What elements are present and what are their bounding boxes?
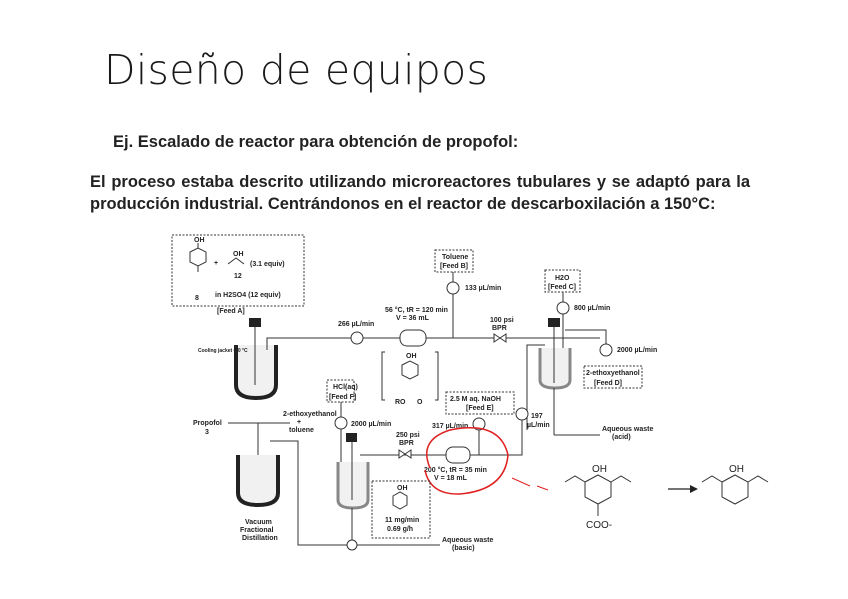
separator-vessel-1 <box>538 348 572 390</box>
feed-d-label: [Feed D] <box>594 380 622 387</box>
paragraph-text: El proceso estaba descrito utilizando mi… <box>90 173 750 213</box>
reaction-arrowhead <box>690 485 698 493</box>
red-circle-annotation <box>424 427 509 495</box>
paragraph-end: : <box>710 195 716 213</box>
reactor1-volume: V = 36 mL <box>396 315 430 322</box>
product-rate-1: 11 mg/min <box>385 517 419 524</box>
slide-subtitle: Ej. Escalado de reactor para obtención d… <box>113 133 519 151</box>
stirrer-motor-2 <box>548 318 560 327</box>
feed-b-box <box>434 249 474 273</box>
intermediate-structure: OH RO O <box>381 351 439 406</box>
feed-a-oh: OH <box>194 237 205 244</box>
bpr2-label: BPR <box>399 440 414 447</box>
feed-c-label: [Feed C] <box>548 284 576 291</box>
reactor2-volume: V = 18 mL <box>434 475 468 482</box>
bpr-2 <box>398 449 412 459</box>
reactor1-conditions: 56 °C, tR = 120 min <box>385 306 448 314</box>
feed-a: OH + OH (3.1 equiv) 12 8 in H2SO4 (12 eq… <box>171 234 305 315</box>
bpr1-pressure: 100 psi <box>490 317 514 324</box>
product-box <box>371 480 431 539</box>
feed-b-label: [Feed B] <box>440 263 468 270</box>
slide-title: Diseño de equipos <box>104 46 489 94</box>
feed-e-name: 2.5 M aq. NaOH <box>450 396 501 403</box>
scheme-propofol: OH <box>701 464 769 505</box>
red-arrow <box>511 477 531 487</box>
feed-a-label: [Feed A] <box>217 308 245 315</box>
valve-mixer <box>346 539 358 551</box>
separator-vessel-2 <box>336 462 370 510</box>
distill-2: Fractional <box>240 527 274 534</box>
stirrer-motor-3 <box>346 433 357 442</box>
flow-d: 2000 µL/min <box>617 347 657 354</box>
waste-acid-1: Aqueous waste <box>602 426 653 433</box>
int-o: O <box>417 399 423 406</box>
coil-reactor-1 <box>399 329 427 347</box>
waste-basic-2: (basic) <box>452 545 475 552</box>
solvents-2: + <box>297 419 301 426</box>
flow-f: 2000 µL/min <box>351 421 391 428</box>
flow-197-unit: µL/min <box>527 422 550 429</box>
feed-c-name: H2O <box>555 275 570 282</box>
feed-f-name: HCl(aq) <box>333 384 358 391</box>
red-arrowhead <box>536 485 549 491</box>
int-oh: OH <box>406 353 417 360</box>
pump-d <box>599 343 613 357</box>
feed-e-label: [Feed E] <box>466 405 494 412</box>
distill-3: Distillation <box>242 535 278 542</box>
pump-197 <box>515 407 529 421</box>
feed-b-name: Toluene <box>442 254 468 261</box>
flow-c: 800 µL/min <box>574 305 610 312</box>
flow-b: 133 µL/min <box>465 285 501 292</box>
pump-c <box>556 301 570 315</box>
ipa-oh: OH <box>233 251 244 258</box>
acid-label: in H2SO4 (12 equiv) <box>215 292 281 299</box>
flow-197: 197 <box>531 413 543 420</box>
propofol-num: 3 <box>205 429 209 436</box>
solvents-3: toluene <box>289 427 314 434</box>
compound-12: 12 <box>234 273 242 280</box>
slide-paragraph: El proceso estaba descrito utilizando mi… <box>90 171 750 215</box>
waste-basic-1: Aqueous waste <box>442 537 493 544</box>
solvents-1: 2-ethoxyethanol <box>283 411 337 418</box>
distillation-vessel <box>236 455 280 508</box>
feed-d-name: 2-ethoxyethanol <box>586 370 640 377</box>
stirrer-motor-1 <box>249 318 261 327</box>
feed-e-box <box>445 391 515 415</box>
bpr2-pressure: 250 psi <box>396 432 420 439</box>
bpr1-label: BPR <box>492 325 507 332</box>
scheme-oh-1: OH <box>592 464 607 475</box>
pump-a <box>350 331 364 345</box>
bpr-1 <box>493 333 507 343</box>
scheme-coo: COO- <box>586 520 612 531</box>
coil-reactor-2 <box>445 446 471 464</box>
flow-a: 266 µL/min <box>338 321 374 328</box>
feed-f-label: [Feed F] <box>329 394 356 401</box>
product-rate-2: 0.69 g/h <box>387 526 413 533</box>
pump-f <box>334 416 348 430</box>
distill-1: Vacuum <box>245 519 272 526</box>
pump-b <box>446 281 460 295</box>
equiv: (3.1 equiv) <box>250 261 285 268</box>
paragraph-emphasis: 150°C <box>663 195 711 213</box>
reactor2-conditions: 200 °C, tR = 35 min <box>424 466 487 474</box>
scheme-reactant: OH COO- <box>564 464 632 531</box>
feed-d-box <box>583 365 643 389</box>
flow-e: 317 µL/min <box>432 423 468 430</box>
plus: + <box>214 260 218 267</box>
cooled-vessel <box>234 345 278 401</box>
waste-acid-2: (acid) <box>612 434 631 441</box>
propofol-label: Propofol <box>193 420 222 427</box>
cooling-label: Cooling jacket = 0 °C <box>198 348 248 354</box>
product-oh: OH <box>397 485 408 492</box>
int-ro: RO <box>395 399 406 406</box>
scheme-oh-2: OH <box>729 464 744 475</box>
compound-8: 8 <box>195 295 199 302</box>
